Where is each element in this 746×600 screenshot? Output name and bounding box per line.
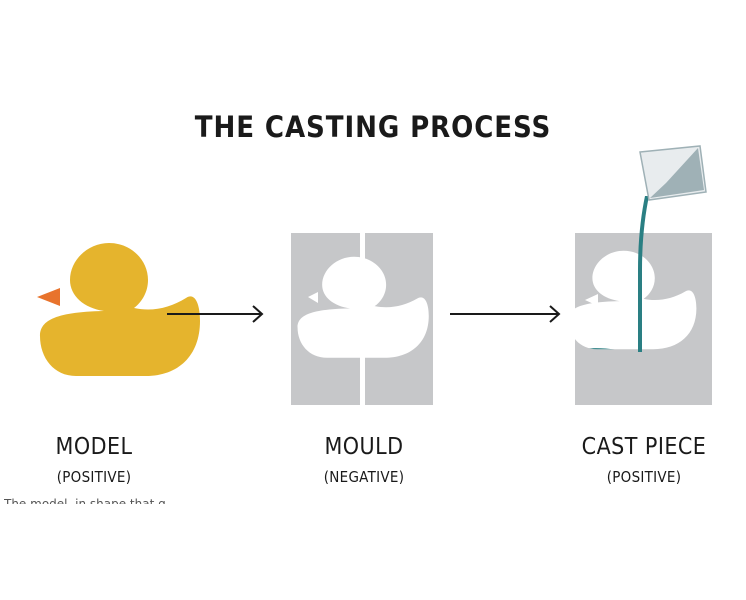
stage-sublabel: (POSITIVE) [56, 468, 132, 486]
diagram-title: THE CASTING PROCESS [194, 110, 552, 144]
cast-piece [568, 145, 712, 405]
mould [291, 233, 433, 405]
duck-beak [37, 288, 60, 306]
pour-stream [638, 196, 649, 352]
stage-mould-label-group: MOULD (NEGATIVE) [265, 434, 463, 486]
stage-label: MODEL [55, 434, 133, 460]
cup-liquid [650, 148, 704, 198]
arrow-mould-to-cast [450, 305, 561, 323]
stage-sublabel: (POSITIVE) [606, 468, 682, 486]
arrow-model-to-mould [167, 305, 264, 323]
stage-sublabel: (NEGATIVE) [323, 468, 405, 486]
stage-label: MOULD [324, 434, 404, 460]
stage-label: CAST PIECE [581, 434, 707, 460]
stage-cast-label-group: CAST PIECE (POSITIVE) [545, 434, 743, 486]
stage-model-label-group: MODEL (POSITIVE) [0, 434, 193, 486]
model-duck [37, 243, 200, 376]
clipped-caption: The model, in shape that g... [4, 497, 178, 504]
